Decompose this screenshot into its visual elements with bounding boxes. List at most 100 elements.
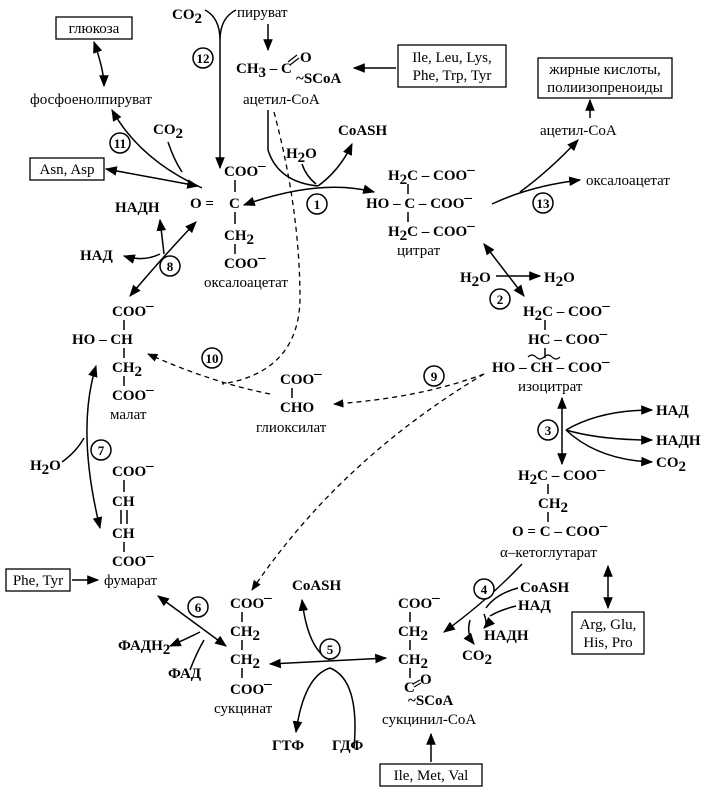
step8-nad-in — [122, 253, 161, 264]
step7-arrow — [86, 364, 103, 530]
mal-coo2: COO– — [112, 382, 154, 404]
acetyl-coa-scoa: ~SCoA — [296, 71, 341, 87]
step10-dashed — [147, 353, 271, 395]
pyruvate-label: пируват — [237, 5, 288, 21]
step9-dashed-to-succinate — [251, 373, 485, 591]
malate-label: малат — [110, 407, 147, 423]
mal-ch2: CH2 — [112, 360, 142, 380]
asn-asp-box — [29, 157, 105, 181]
coash-step1: CoASH — [338, 123, 388, 139]
step-5-marker — [319, 638, 341, 660]
step-11-marker — [109, 132, 131, 154]
succ-ch2a: CH2 — [230, 624, 260, 644]
step-9-label: 9 — [431, 369, 438, 384]
succoa-ch2b: CH2 — [398, 652, 428, 672]
step6-arrow — [157, 595, 227, 647]
nadh-step4: НАДН — [484, 628, 529, 644]
aa-acetyl-box — [397, 44, 507, 88]
isocitrate-wavy — [527, 354, 561, 360]
phe-tyr-label: Phe, Tyr — [13, 573, 63, 589]
step-13-label: 13 — [537, 196, 551, 211]
glucose-pep-arrow — [93, 40, 109, 88]
step-1-label: 1 — [314, 197, 321, 212]
glucose-box — [55, 16, 133, 40]
co2-pyruvate-branch — [204, 9, 237, 41]
oxaloacetate-label: оксалоацетат — [204, 275, 288, 291]
succ-ch2b: CH2 — [230, 652, 260, 672]
step-12-marker — [192, 47, 214, 69]
citrate-row2: HO – C – COO– — [366, 190, 472, 212]
h2o-out-step2: H2O — [544, 270, 575, 290]
step-1-marker — [306, 193, 328, 215]
step6-fadh-out — [168, 631, 201, 647]
glucose-label: глюкоза — [69, 21, 120, 37]
step5-arrow — [268, 653, 388, 669]
step-10-label: 10 — [206, 351, 219, 366]
succoa-scoa: ~SCoA — [408, 693, 453, 709]
akg-row2: CH2 — [538, 496, 568, 516]
nadh-step3: НАДН — [656, 433, 701, 449]
nad-step4: НАД — [518, 598, 552, 614]
step-11-label: 11 — [114, 136, 126, 151]
step13-acetyl-out — [519, 139, 579, 193]
step3-co2-out — [565, 429, 654, 467]
step-8-label: 8 — [167, 259, 174, 274]
pep-label: фосфоенолпируват — [30, 92, 152, 108]
oaa-c: C — [229, 196, 240, 212]
acetyl-coa-o: O — [300, 50, 312, 66]
nadh-step8: НАДН — [115, 200, 160, 216]
akg-row1: H2C – COO– — [518, 462, 605, 488]
h2o-step1-curve — [301, 163, 317, 185]
isocitrate-label: изоцитрат — [518, 379, 583, 395]
step4-co2-out — [463, 619, 475, 645]
citrate-row1: H2C – COO– — [388, 162, 475, 188]
h2o-step7-curve — [61, 437, 85, 463]
step-6-label: 6 — [195, 600, 202, 615]
co2-top-label: CO2 — [172, 7, 202, 27]
acetyl-dashed-to-malate — [221, 111, 301, 385]
co2-step4: CO2 — [462, 648, 492, 668]
succoa-o: O — [420, 672, 432, 688]
ile-met-val-label: Ile, Met, Val — [394, 768, 469, 784]
step-5-label: 5 — [327, 642, 334, 657]
co2-step11-curve — [167, 141, 183, 173]
step-7-label: 7 — [98, 443, 105, 458]
step13-arrow — [491, 176, 582, 205]
acetyl-coa-formula: CH3 – C — [236, 61, 292, 81]
acetyl-coa-side: ацетил-CoA — [540, 123, 617, 139]
ile-met-val-box — [379, 763, 483, 787]
oaa-coo2: COO– — [224, 250, 266, 272]
fum-ch2: CH — [112, 526, 135, 542]
step-12-label: 12 — [197, 51, 210, 66]
acetyl-coa-label: ацетил-CoA — [243, 92, 320, 108]
fum-ch1: CH — [112, 494, 135, 510]
step-8-marker — [159, 255, 181, 277]
alpha-kg-label: α–кетоглутарат — [500, 545, 597, 561]
citrate-label: цитрат — [397, 243, 441, 259]
h2o-step7: H2O — [30, 458, 61, 478]
step2-arrow — [483, 243, 525, 297]
gtf-label: ГТФ — [272, 738, 304, 754]
coash-step5: CoASH — [292, 578, 342, 594]
succoa-double-bond — [412, 679, 422, 688]
fum-coo2: COO– — [112, 548, 154, 570]
oaa-coo: COO– — [224, 158, 266, 180]
succinate-label: сукцинат — [214, 701, 273, 717]
step-3-marker — [537, 419, 559, 441]
coash-step4: CoASH — [520, 580, 570, 596]
fad-label: ФАД — [168, 666, 202, 682]
oaa-ch2: CH2 — [224, 228, 254, 248]
co2-step3: CO2 — [656, 455, 686, 475]
step-10-marker — [201, 347, 223, 369]
step-3-label: 3 — [545, 423, 552, 438]
fatty-acids-line2: полиизопреноиды — [547, 80, 663, 96]
succoa-c: C — [404, 680, 415, 696]
h2o-in-step2: H2O — [460, 270, 491, 290]
step-6-marker — [187, 596, 209, 618]
aa-acetyl-line2: Phe, Trp, Tyr — [413, 68, 492, 84]
step-7-marker — [90, 439, 112, 461]
mal-coo1: COO– — [112, 298, 154, 320]
glx-cho: CHO — [280, 400, 314, 416]
step9-dashed-to-glyoxylate — [332, 373, 485, 408]
step-13-marker — [532, 192, 554, 214]
